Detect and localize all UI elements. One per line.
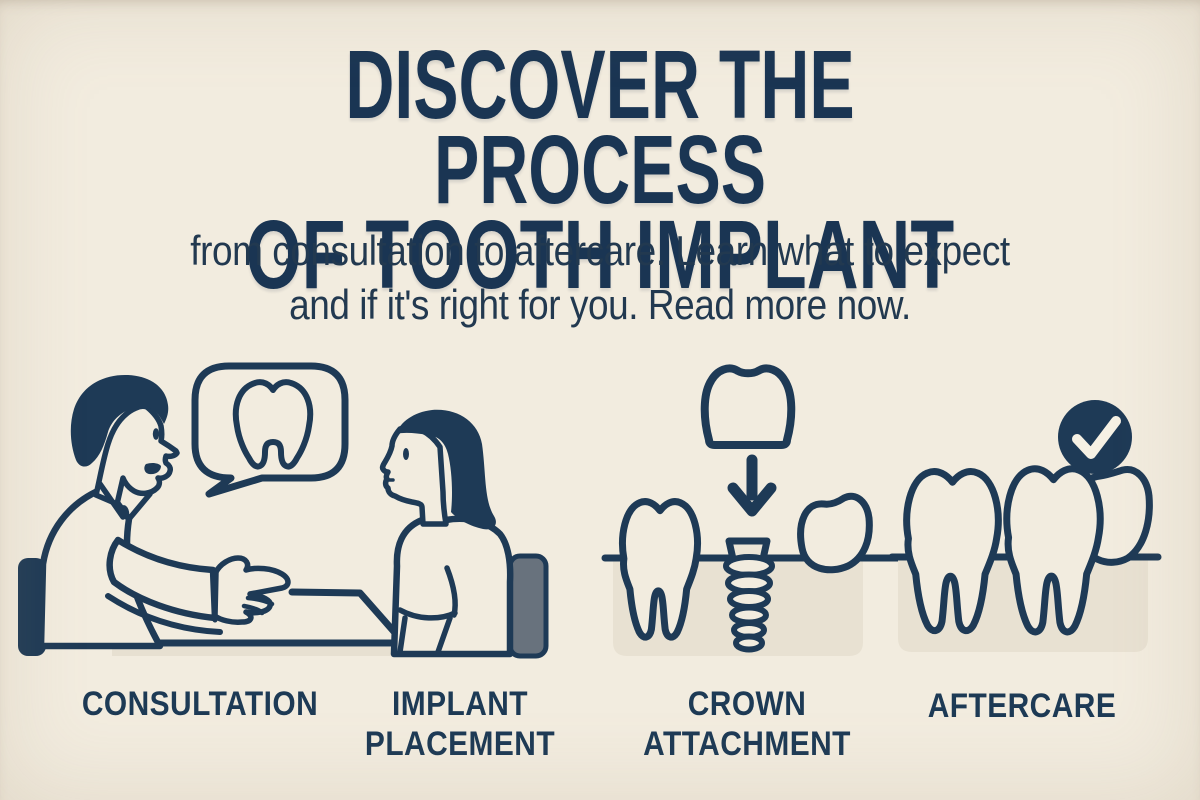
down-arrow-icon [727,454,777,517]
step-label-line: CONSULTATION [81,685,319,723]
dentist-hair [70,374,169,467]
subtitle-line1: from consultation to aftercare. Learn wh… [190,227,1010,274]
implant-screw-icon [723,537,775,653]
tooth-row [907,469,1153,632]
dentist-figure [37,374,291,650]
speech-bubble [191,362,349,498]
step-label-line: IMPLANT [391,685,529,723]
crown-icon [700,364,796,449]
page-title-line2: OF TOOTH IMPLANT [245,200,955,309]
subtitle: from consultation to aftercare. Learn wh… [0,224,1200,332]
table [110,588,410,656]
subtitle-line2: and if it's right for you. Read more now… [289,281,911,328]
step-label-line: CROWN [687,685,807,723]
patient-hair [396,409,496,530]
page-title: DISCOVER THE PROCESS OF TOOTH IMPLANT [0,30,1200,309]
step-label-line: ATTACHMENT [643,725,851,763]
step-label-consultation: CONSULTATION [40,684,360,724]
dentist-hand [212,555,291,625]
aftercare-illustration [888,400,1162,652]
step-label-line: AFTERCARE [927,687,1117,725]
premolar-tooth-icon [797,492,873,574]
patient-chair-icon [507,553,549,659]
consultation-illustration [18,362,549,659]
patient-figure [379,409,514,658]
crown-attachment-illustration [601,364,907,656]
page-title-line1: DISCOVER THE PROCESS [345,30,855,224]
speech-bubble-tooth-icon [232,379,314,470]
step-label-implant-placement: IMPLANT PLACEMENT [310,684,610,764]
step-label-line: PLACEMENT [364,725,556,763]
checkmark-icon [1058,400,1132,474]
step-label-crown-attachment: CROWN ATTACHMENT [597,684,897,764]
step-label-aftercare: AFTERCARE [872,686,1172,726]
